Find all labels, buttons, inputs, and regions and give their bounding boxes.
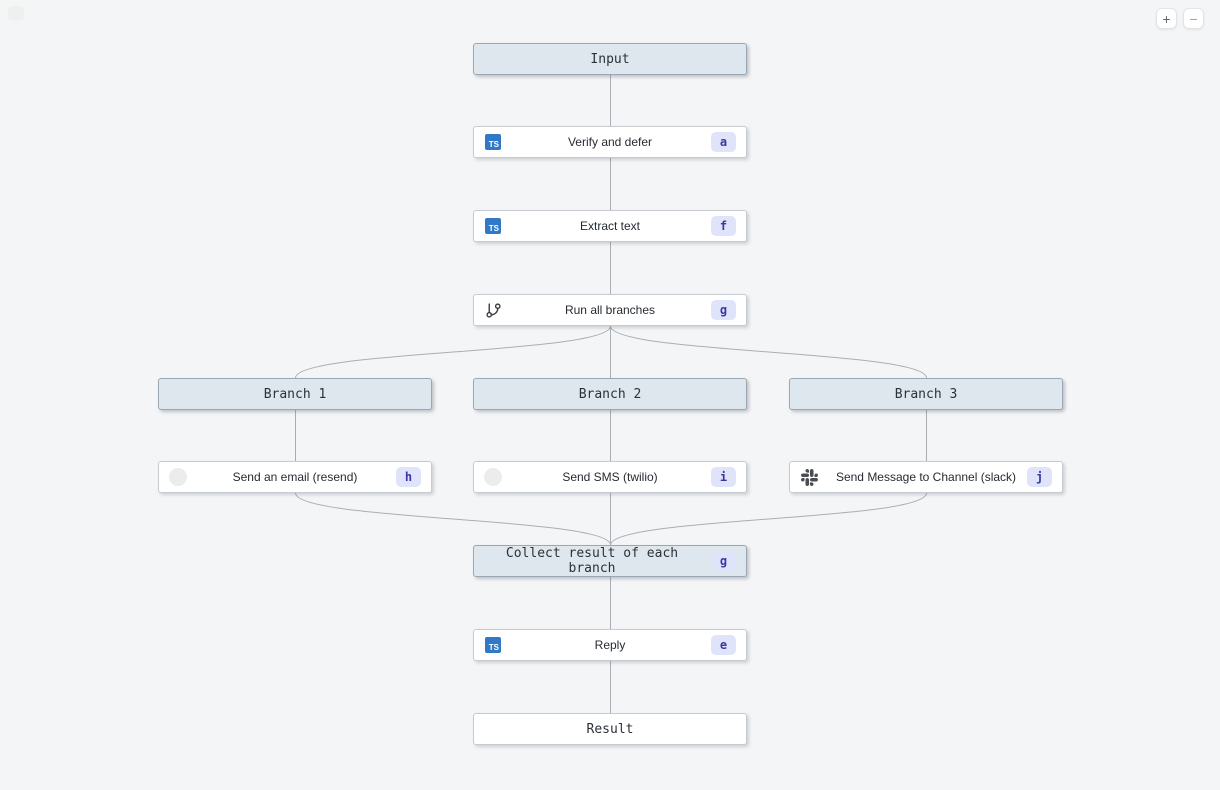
edge bbox=[295, 325, 611, 379]
step-badge: f bbox=[711, 216, 736, 236]
typescript-icon: TS bbox=[485, 134, 501, 150]
node-branch-1[interactable]: Branch 1 bbox=[158, 378, 432, 410]
node-reply[interactable]: TS Reply e bbox=[473, 629, 747, 661]
node-input[interactable]: Input bbox=[473, 43, 747, 75]
step-badge: g bbox=[711, 551, 736, 571]
step-badge: i bbox=[711, 467, 736, 487]
plus-icon: + bbox=[1162, 10, 1171, 27]
node-send-email-resend[interactable]: Send an email (resend) h bbox=[158, 461, 432, 493]
zoom-out-button[interactable]: − bbox=[1183, 8, 1204, 29]
git-branch-icon bbox=[484, 301, 502, 319]
node-label: Verify and defer bbox=[567, 135, 653, 149]
step-badge: g bbox=[711, 300, 736, 320]
node-label: Branch 2 bbox=[578, 386, 642, 402]
node-send-message-slack[interactable]: Send Message to Channel (slack) j bbox=[789, 461, 1063, 493]
typescript-icon: TS bbox=[485, 637, 501, 653]
node-send-sms-twilio[interactable]: Send SMS (twilio) i bbox=[473, 461, 747, 493]
zoom-in-button[interactable]: + bbox=[1156, 8, 1177, 29]
node-label: Reply bbox=[594, 638, 626, 652]
node-run-all-branches[interactable]: Run all branches g bbox=[473, 294, 747, 326]
step-badge: h bbox=[396, 467, 421, 487]
node-verify-and-defer[interactable]: TS Verify and defer a bbox=[473, 126, 747, 158]
edge bbox=[295, 492, 611, 546]
step-badge: e bbox=[711, 635, 736, 655]
typescript-icon: TS bbox=[485, 218, 501, 234]
node-branch-3[interactable]: Branch 3 bbox=[789, 378, 1063, 410]
minus-icon: − bbox=[1189, 10, 1198, 27]
node-label: Run all branches bbox=[564, 303, 656, 317]
node-label: Result bbox=[586, 721, 634, 737]
node-collect-result[interactable]: Collect result of each branch g bbox=[473, 545, 747, 577]
node-label: Branch 1 bbox=[263, 386, 327, 402]
node-extract-text[interactable]: TS Extract text f bbox=[473, 210, 747, 242]
node-branch-2[interactable]: Branch 2 bbox=[473, 378, 747, 410]
edge bbox=[610, 325, 927, 379]
node-label: Send an email (resend) bbox=[232, 470, 358, 484]
step-badge: a bbox=[711, 132, 736, 152]
node-result[interactable]: Result bbox=[473, 713, 747, 745]
edge bbox=[610, 492, 927, 546]
node-label: Extract text bbox=[579, 219, 641, 233]
node-label: Branch 3 bbox=[894, 386, 958, 402]
node-label: Input bbox=[590, 51, 630, 67]
resend-icon bbox=[169, 468, 187, 486]
node-label: Send Message to Channel (slack) bbox=[835, 470, 1017, 484]
node-label: Collect result of each branch bbox=[505, 546, 679, 576]
slack-icon bbox=[800, 468, 818, 486]
twilio-icon bbox=[484, 468, 502, 486]
faint-logo bbox=[8, 6, 24, 20]
node-label: Send SMS (twilio) bbox=[562, 470, 658, 484]
step-badge: j bbox=[1027, 467, 1052, 487]
